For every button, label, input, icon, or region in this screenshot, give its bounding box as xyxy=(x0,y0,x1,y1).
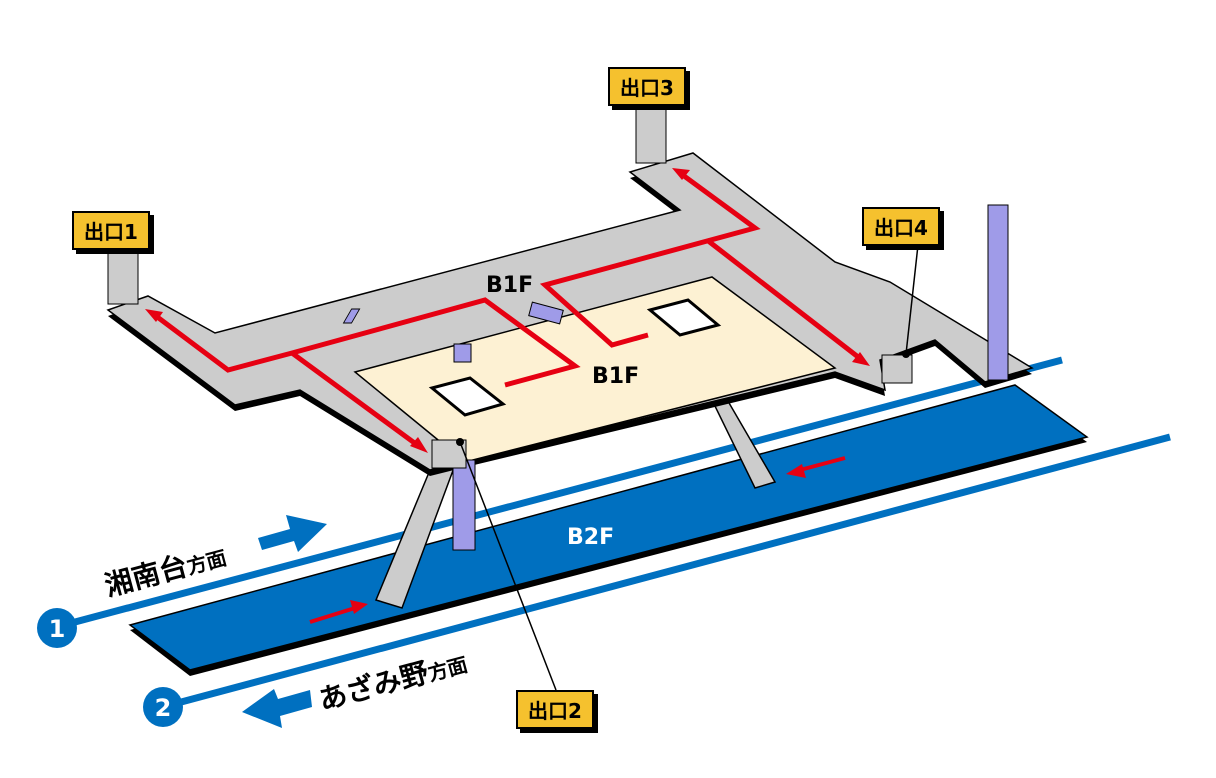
route-arrowheads xyxy=(145,168,870,453)
opening-left xyxy=(428,376,507,417)
track-2-line xyxy=(169,433,1171,709)
platform-arrow-left-head xyxy=(786,464,806,478)
track-2-badge xyxy=(143,687,183,727)
exit2-dot xyxy=(456,438,464,446)
track-2-number: 2 xyxy=(155,694,172,722)
concourse-b1f xyxy=(106,152,1034,471)
route-to-exit4 xyxy=(705,238,864,362)
direction-suffix: 方面 xyxy=(425,652,470,686)
exit4-leader xyxy=(905,244,919,355)
platform-arrow-left xyxy=(799,456,846,472)
ticket-gates xyxy=(342,308,361,324)
arrow-head-exit2 xyxy=(410,437,428,453)
platform-arrow-right xyxy=(309,606,356,624)
exit-1-label[interactable]: 出口1 xyxy=(72,211,150,250)
pillar-right xyxy=(987,204,1009,381)
opening-right xyxy=(646,298,722,337)
platform-arrow-right-head xyxy=(350,600,368,614)
exit-3-label[interactable]: 出口3 xyxy=(608,67,686,106)
direction-arrow-azamino xyxy=(242,689,312,728)
ticket-gates-block xyxy=(528,301,564,325)
exit4-dot xyxy=(902,350,910,358)
stairs-exit3 xyxy=(635,102,667,164)
route-to-exit2 xyxy=(290,350,422,450)
track-1-number: 1 xyxy=(49,615,66,643)
elevator-block xyxy=(453,343,472,363)
track-1-line xyxy=(74,356,1063,626)
floor-label-b1f-lower: B1F xyxy=(592,364,639,389)
stairs-exit1 xyxy=(107,247,139,305)
arrow-head-exit1 xyxy=(145,309,163,322)
floor-label-b1f-upper: B1F xyxy=(486,273,533,298)
stairs-exit4 xyxy=(881,354,913,384)
platform-b2f xyxy=(128,384,1089,671)
arrow-head-exit3 xyxy=(672,168,690,180)
exit-2-label[interactable]: 出口2 xyxy=(516,690,594,729)
floor-label-b2f: B2F xyxy=(567,525,614,550)
route-to-exit3 xyxy=(539,170,761,348)
direction-label-shonandai: 湘南台方面 xyxy=(101,539,229,603)
exit-4-label[interactable]: 出口4 xyxy=(862,207,940,246)
route-to-exit1 xyxy=(150,297,581,388)
exit2-leader xyxy=(459,441,557,691)
arrow-head-exit4 xyxy=(852,352,870,366)
direction-arrow-shonandai xyxy=(258,515,327,552)
direction-name: あざみ野 xyxy=(315,656,432,717)
track-1-badge xyxy=(37,608,77,648)
direction-suffix: 方面 xyxy=(184,546,229,580)
